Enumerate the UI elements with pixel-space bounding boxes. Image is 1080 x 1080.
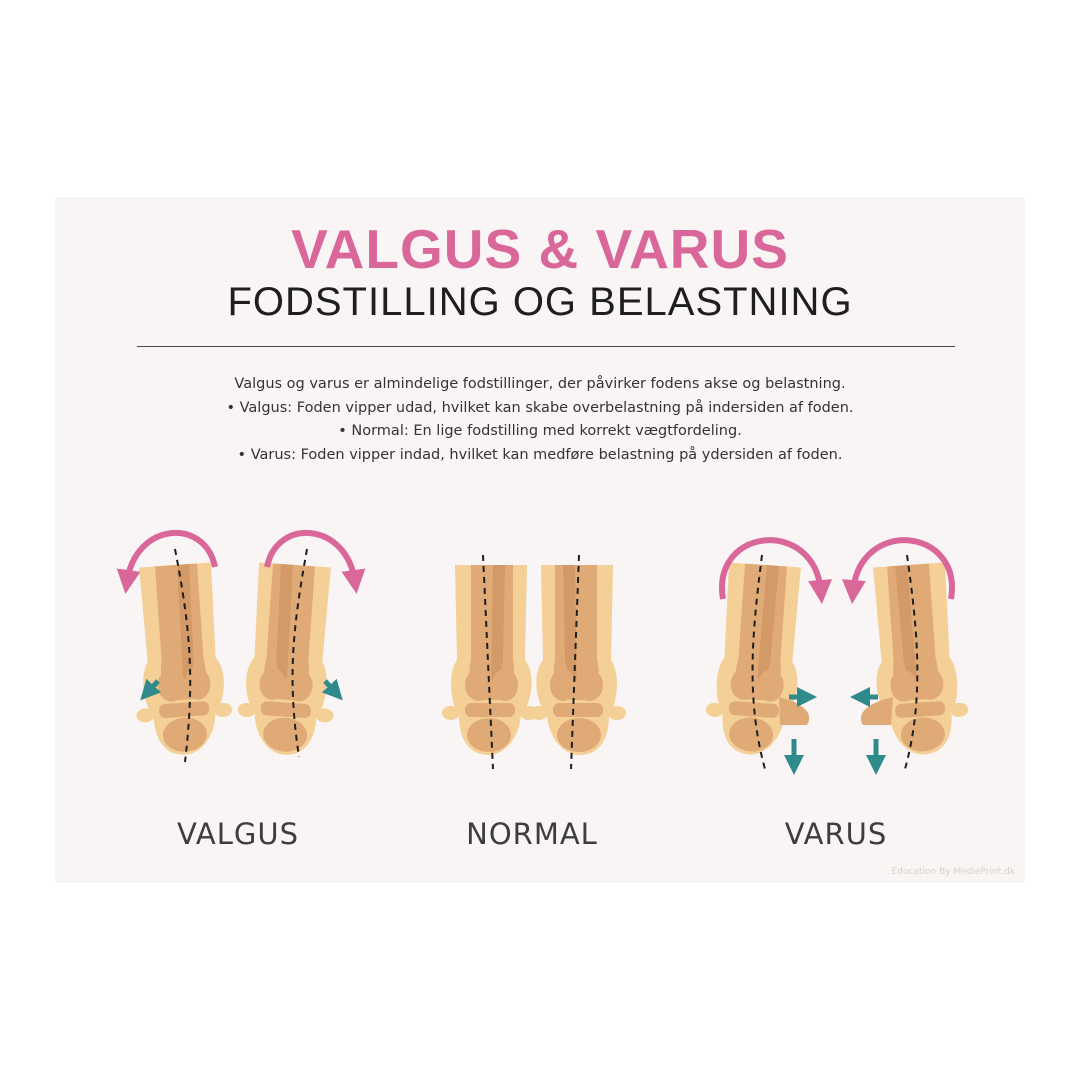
description-line: • Normal: En lige fodstilling med korrek… [338,423,742,439]
varus-axis-right [904,554,919,770]
valgus-rotation-arrow-left [116,530,218,594]
valgus-force-arrow-right [321,678,343,701]
page-subtitle: FODSTILLING OG BELASTNING [227,280,853,324]
valgus-axis-right [291,548,308,758]
label-normal: NORMAL [466,817,598,851]
valgus-foot-right [234,561,344,758]
varus-rotation-arrow-left [719,537,832,604]
description-line: • Varus: Foden vipper indad, hvilket kan… [237,446,843,463]
feet-illustration [116,530,972,775]
valgus-force-arrow-left [140,678,162,701]
description-line: • Valgus: Foden vipper udad, hvilket kan… [226,399,854,416]
description: Valgus og varus er almindelige fodstilli… [55,373,1025,467]
normal-axis-right [570,554,580,770]
valgus-foot-left [126,561,236,758]
divider [137,346,955,347]
varus-rotation-arrow-right [842,537,955,604]
description-line: Valgus og varus er almindelige fodstilli… [234,376,846,392]
varus-axis-left [751,554,766,770]
normal-axis-left [482,554,494,770]
label-varus: VARUS [784,817,888,851]
valgus-rotation-arrow-right [264,530,366,594]
normal-foot-left [442,565,538,755]
page-title: VALGUS & VARUS [291,218,789,280]
credit: Education By MediePrint.dk [891,867,1015,877]
label-valgus: VALGUS [176,817,300,851]
poster: VALGUS & VARUS FODSTILLING OG BELASTNING… [55,197,1025,883]
valgus-axis-left [174,548,192,763]
